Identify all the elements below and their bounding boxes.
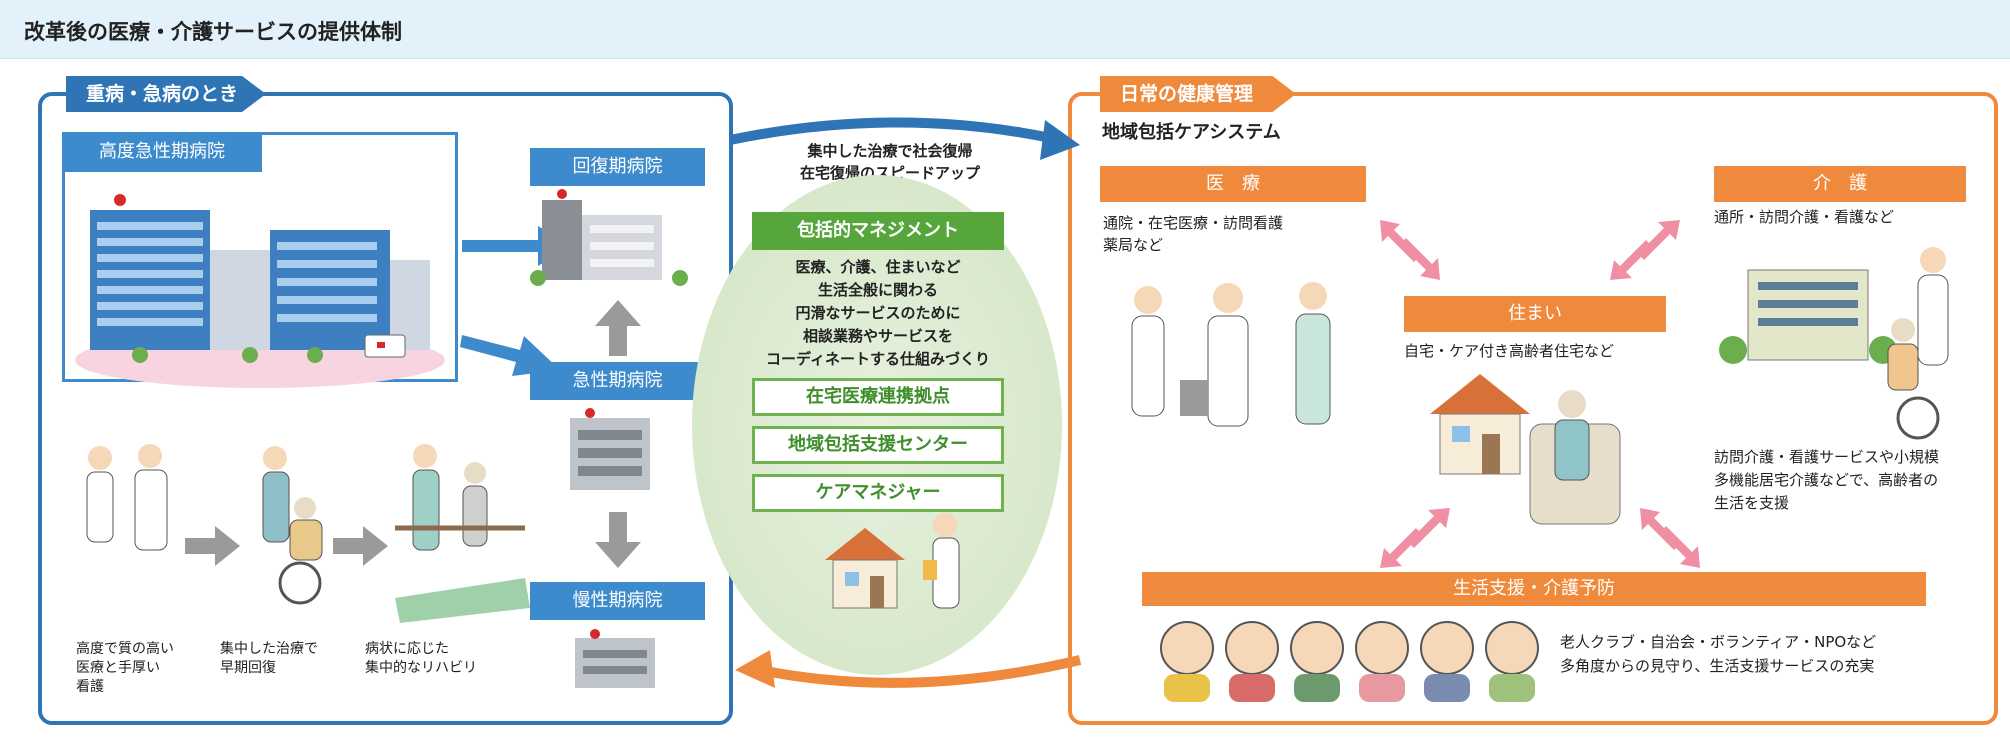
large-hospital-illustration xyxy=(75,194,445,388)
speedup-caption: 集中した治療で社会復帰 在宅復帰のスピードアップ xyxy=(799,142,980,182)
care-label: 介 護 xyxy=(1714,166,1966,202)
blue-arrow-to-daily-care xyxy=(728,117,1080,160)
step-1-caption: 高度で質の高い 医療と手厚い 看護 xyxy=(76,641,174,695)
life-support-description: 老人クラブ・自治会・ボランティア・NPOなど 多角度からの見守り、生活支援サービ… xyxy=(1560,633,1877,675)
advanced-acute-hospital-box: 高度急性期病院 xyxy=(62,132,458,388)
gray-up-arrow xyxy=(595,300,641,356)
daily-health-tab: 日常の健康管理 xyxy=(1100,76,1296,112)
community-support-center-label: 地域包括支援センター xyxy=(752,426,1004,464)
wheelchair-figures xyxy=(262,446,323,605)
care-description: 通所・訪問介護・看護など xyxy=(1714,208,1895,226)
recovery-hospital-illustration xyxy=(530,189,688,286)
chronic-hospital-illustration xyxy=(575,629,655,688)
care-facility-illustration xyxy=(1719,247,1949,440)
life-support-label: 生活支援・介護予防 xyxy=(1142,572,1926,606)
housing-description: 自宅・ケア付き高齢者住宅など xyxy=(1404,342,1615,360)
rehab-figures xyxy=(395,444,530,623)
medical-description: 通院・在宅医療・訪問看護 薬局など xyxy=(1103,214,1284,254)
recovery-hospital-label: 回復期病院 xyxy=(530,148,705,186)
orange-arrow-to-hospitals xyxy=(735,650,1082,688)
housing-label: 住まい xyxy=(1404,296,1666,332)
acute-care-tab: 重病・急病のとき xyxy=(66,76,266,112)
home-medical-hub-label: 在宅医療連携拠点 xyxy=(752,378,1004,416)
pink-arrows-care-support xyxy=(1640,508,1700,568)
nurse-doctor-figures xyxy=(86,444,168,551)
gray-down-arrow xyxy=(595,512,641,568)
pink-arrows-medical-housing xyxy=(1380,220,1440,280)
header-bar: 改革後の医療・介護サービスの提供体制 xyxy=(0,0,2010,59)
comprehensive-management-label: 包括的マネジメント xyxy=(752,212,1004,250)
care-progression-illustrations xyxy=(86,444,530,623)
daily-health-frame xyxy=(1068,92,1998,725)
community-care-system-title: 地域包括ケアシステム xyxy=(1102,122,1281,143)
care-services-description: 訪問介護・看護サービスや小規模 多機能居宅介護などで、高齢者の 生活を支援 xyxy=(1714,448,1940,512)
advanced-acute-hospital-label: 高度急性期病院 xyxy=(62,132,262,172)
pink-arrows-medical-support xyxy=(1380,508,1450,568)
management-description: 医療、介護、住まいなど 生活全般に関わる 円滑なサービスのために 相談業務やサー… xyxy=(766,258,990,368)
pink-arrows-care-housing xyxy=(1610,220,1680,280)
community-members-illustration xyxy=(1160,621,1539,702)
chronic-hospital-label: 慢性期病院 xyxy=(530,582,705,620)
acute-hospital-illustration xyxy=(570,408,650,490)
housing-illustration xyxy=(1430,374,1621,525)
acute-hospital-label: 急性期病院 xyxy=(530,362,705,400)
step-2-caption: 集中した治療で 早期回復 xyxy=(220,641,318,676)
house-and-care-manager-illustration xyxy=(825,513,960,609)
care-manager-label: ケアマネジャー xyxy=(752,474,1004,512)
medical-label: 医 療 xyxy=(1100,166,1366,202)
medical-staff-illustration xyxy=(1131,282,1331,427)
step-3-caption: 病状に応じた 集中的なリハビリ xyxy=(365,641,477,676)
page-title: 改革後の医療・介護サービスの提供体制 xyxy=(24,20,402,44)
